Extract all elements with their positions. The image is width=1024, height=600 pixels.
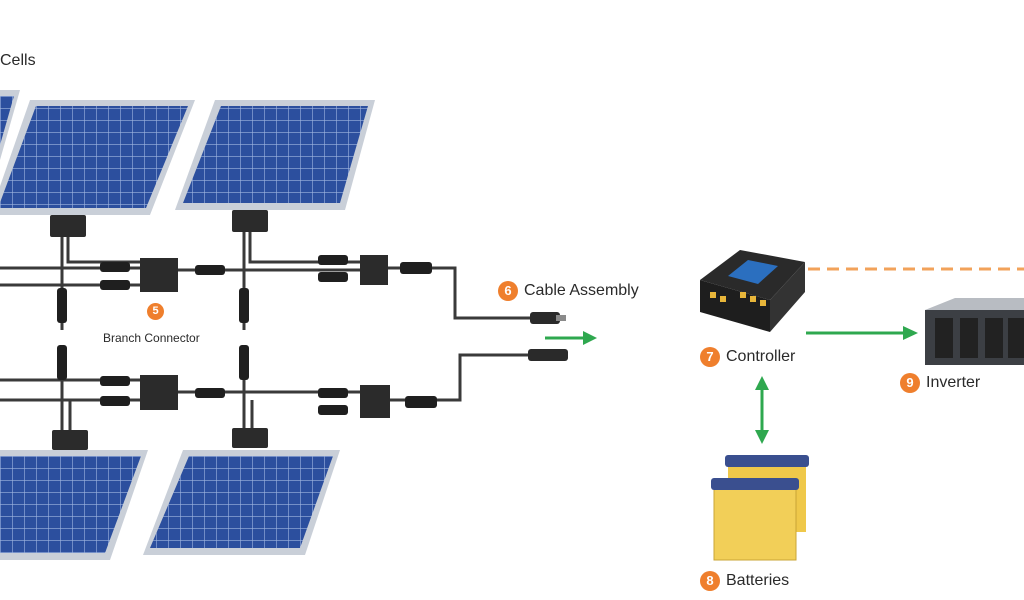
branch-connectors bbox=[140, 255, 390, 418]
inverter-text: Inverter bbox=[926, 374, 981, 391]
solar-panel-top-2 bbox=[175, 100, 375, 210]
branch-connector-label: Branch Connector bbox=[103, 331, 200, 345]
mc4-connectors bbox=[57, 255, 437, 415]
controller-device bbox=[700, 250, 805, 332]
controller-number: 7 bbox=[700, 347, 720, 367]
arrow-controller-batteries bbox=[755, 376, 769, 444]
cable-assembly-text: Cable Assembly bbox=[524, 282, 639, 299]
solar-panel-top-left-edge bbox=[0, 90, 20, 160]
arrow-cable-to-controller bbox=[545, 331, 597, 345]
cells-label: Cells bbox=[0, 52, 36, 70]
arrow-controller-to-inverter bbox=[806, 326, 918, 340]
cable-number: 6 bbox=[498, 281, 518, 301]
inverter-number: 9 bbox=[900, 373, 920, 393]
batteries-number: 8 bbox=[700, 571, 720, 591]
controller-label: 7 Controller bbox=[700, 347, 795, 367]
inverter-label: 9 Inverter bbox=[900, 373, 980, 393]
cable-assembly-label: 6 Cable Assembly bbox=[498, 281, 639, 301]
junction-boxes bbox=[50, 210, 268, 450]
branch-connector-text: Branch Connector bbox=[103, 331, 200, 345]
solar-panel-top-1 bbox=[0, 100, 195, 215]
cables bbox=[0, 232, 535, 430]
cable-plugs bbox=[528, 312, 568, 361]
cells-text: Cells bbox=[0, 52, 36, 69]
branch-badge: 5 bbox=[147, 303, 164, 321]
branch-number: 5 bbox=[147, 303, 164, 321]
controller-text: Controller bbox=[726, 348, 796, 365]
solar-panel-bottom-2 bbox=[143, 450, 340, 555]
inverter-device bbox=[925, 298, 1024, 365]
batteries-text: Batteries bbox=[726, 572, 790, 589]
battery-front bbox=[711, 478, 799, 561]
batteries-label: 8 Batteries bbox=[700, 571, 789, 591]
solar-panel-bottom-1 bbox=[0, 450, 148, 560]
